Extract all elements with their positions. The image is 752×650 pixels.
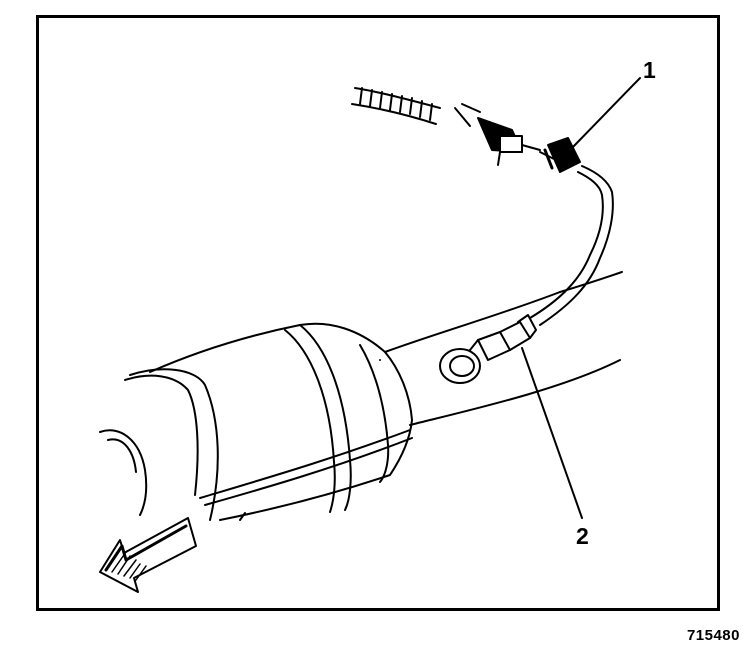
- callout-2: 2: [576, 523, 589, 549]
- oxygen-sensor: [469, 314, 537, 361]
- leader-line-1: [571, 77, 641, 149]
- vehicle-harness-connector: [454, 103, 541, 166]
- callout-leaders: [521, 77, 641, 519]
- exhaust-pipe: [379, 271, 623, 426]
- callout-1: 1: [643, 57, 656, 83]
- figure-number: 715480: [686, 627, 740, 644]
- leader-line-2: [521, 347, 583, 519]
- harness-connector: [539, 137, 581, 173]
- wire-conduit: [351, 87, 441, 125]
- sensor-boss: [439, 348, 481, 384]
- sensor-harness: [529, 165, 614, 326]
- diagram-frame: [36, 15, 720, 611]
- catalytic-converter: [99, 322, 413, 521]
- forward-arrow: [99, 517, 197, 593]
